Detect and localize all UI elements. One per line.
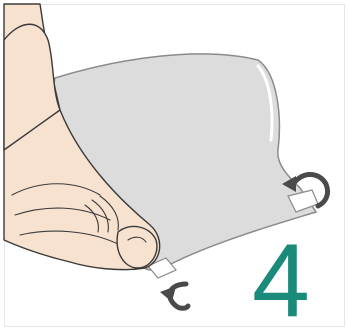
step-number: 4 [252,223,310,331]
curved-arrow-icon [160,284,188,308]
